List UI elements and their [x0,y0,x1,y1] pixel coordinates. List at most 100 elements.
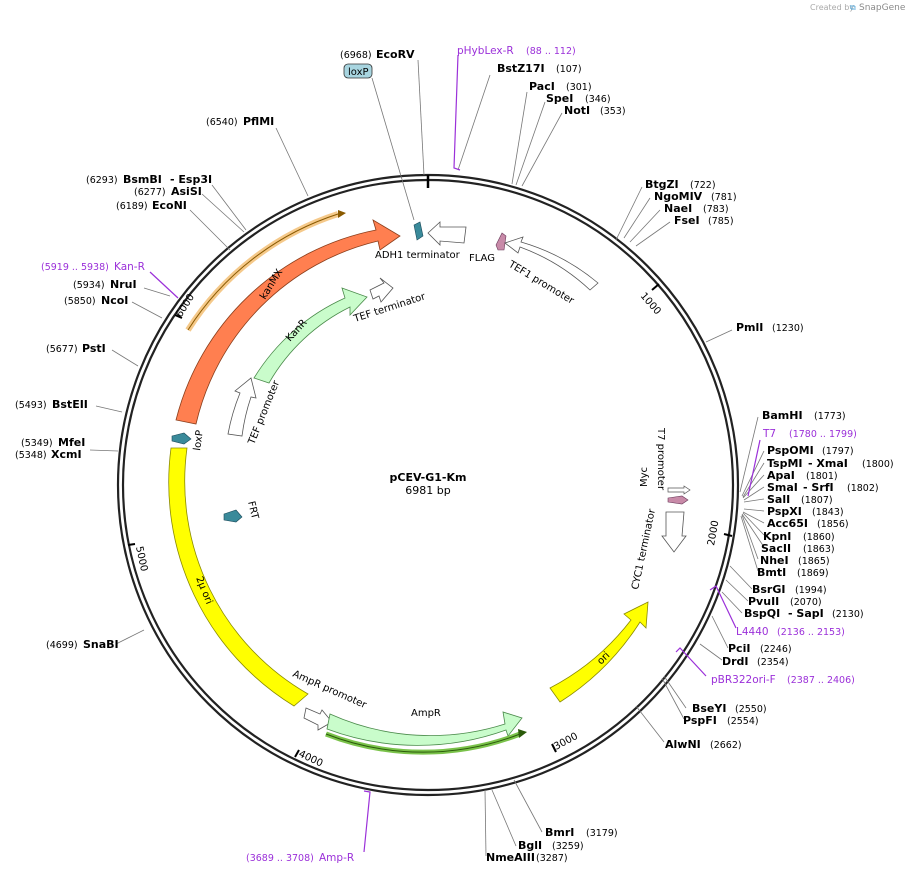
frt-label: FRT [245,500,260,521]
primer-pbr322ori-f: pBR322ori-F [711,674,776,686]
enzyme-pos-nhei: (1865) [798,556,830,567]
plasmid-name: pCEV-G1-Km [390,471,467,484]
ampr-promoter-arrow[interactable] [303,707,333,731]
adh1-terminator-arrow[interactable] [413,221,424,241]
tef-promoter-arrow[interactable] [227,377,257,437]
enzyme-pos-mfei: (5349) [21,438,53,449]
credit-brand: SnapGene [859,3,906,13]
t7-promoter-arrow[interactable] [667,485,691,495]
enzyme-noti: NotI [564,104,590,117]
ampr-arrow[interactable] [326,711,523,746]
primer-amp-r: Amp-R [319,852,354,864]
enzyme-psti: PstI [82,342,106,355]
kan-primer-line [187,213,339,331]
enzyme-snabi: SnaBI [83,638,119,651]
enzyme-bspqi: BspQI [744,607,780,620]
enzyme-bamhi: BamHI [762,409,803,422]
enzyme-pos-bmri: (3179) [586,828,618,839]
enzyme-pos-sacii: (1863) [803,544,835,555]
enzyme-sali: SalI [767,493,790,506]
primer-pos-kan-r: (5919 .. 5938) [41,262,109,273]
enzyme-nhei: NheI [760,554,789,567]
enzyme-pos-asisi: (6277) [134,187,166,198]
enzyme-pos-bmti: (1869) [797,568,829,579]
enzyme-ngomiv: NgoMIV [654,190,703,203]
enzyme-bsteii: BstEII [52,398,88,411]
enzyme-labels: (6968) EcoRV BstZ17I (107) PacI (301) Sp… [15,48,894,864]
enzyme-pos-bsrgi: (1994) [795,585,827,596]
ampr-label: AmpR [411,708,441,719]
enzyme-mfei: MfeI [58,436,85,449]
kanmx-arrow[interactable] [175,219,401,425]
tef1-promoter-arrow[interactable] [504,236,599,291]
enzyme-bmri: BmrI [545,826,574,839]
enzyme-pos-alwni: (2662) [710,740,742,751]
primer-pos-pbr322ori-f: (2387 .. 2406) [787,675,855,686]
enzyme-pos-naei: (783) [703,204,729,215]
primer-pos-t7: (1780 .. 1799) [789,429,857,440]
enzyme-pos-pflmi: (6540) [206,117,238,128]
backbone [116,173,740,797]
enzyme-pos-pvuii: (2070) [790,597,822,608]
enzyme-bsmbi: BsmBI [123,173,162,186]
tick-1000: 1000 [638,291,663,317]
enzyme-naei: NaeI [664,202,692,215]
flag-label: FLAG [469,253,495,264]
enzyme-pos-psti: (5677) [46,344,78,355]
enzyme-pos-bsteii: (5493) [15,400,47,411]
enzyme-pos-ngomiv: (781) [711,192,737,203]
myc-arrow[interactable] [667,495,689,505]
two-micron-ori-arrow[interactable] [168,447,309,707]
enzyme-pos-noti: (353) [600,106,626,117]
enzyme-alwni: AlwNI [665,738,701,751]
t7-promoter-label: T7 promoter [655,427,666,491]
enzyme-pos-xmai: (1800) [862,459,894,470]
enzyme-paci: PacI [529,80,555,93]
enzyme-pmli: PmlI [736,321,763,334]
frt-arrow[interactable] [223,509,243,523]
ori-arrow[interactable] [549,601,649,703]
enzyme-bsrgi: BsrGI [752,583,785,596]
enzyme-pos-sali: (1807) [801,495,833,506]
tick-2000: 2000 [706,520,721,547]
enzyme-pos-snabi: (4699) [46,640,78,651]
enzyme-pos-nrui: (5934) [73,280,105,291]
loxp-tag-top[interactable]: loxP [343,63,373,79]
primer-pos-phyblex-r: (88 .. 112) [526,46,576,57]
primer-kan-r: Kan-R [114,261,145,273]
tef-terminator-arrow[interactable] [369,277,394,303]
flag-arrow[interactable] [495,232,507,251]
enzyme-pos-pmli: (1230) [772,323,804,334]
enzyme-ecorv: EcoRV [376,48,415,61]
enzyme-drdi: DrdI [722,655,749,668]
enzyme-btgzi: BtgZI [645,178,679,191]
primer-pos-l4440: (2136 .. 2153) [777,627,845,638]
enzyme-pos-drdi: (2354) [757,657,789,668]
enzyme-pos-kpni: (1860) [803,532,835,543]
tick-5000: 5000 [133,545,149,572]
loxp-tag-label: loxP [348,67,369,78]
enzyme-xmai: - XmaI [808,457,848,470]
loxp-arrow-left[interactable] [171,432,192,445]
credit-text: Created by [810,3,854,12]
enzyme-pspfi: PspFI [683,714,717,727]
primer-labels: pHybLex-R (88 .. 112) (5919 .. 5938) Kan… [41,45,857,864]
kanr-arrow[interactable] [253,287,368,384]
primer-markers [149,54,761,853]
enzyme-pos-econi: (6189) [116,201,148,212]
ampr-promoter-label: AmpR promoter [291,669,369,712]
enzyme-bgli: BglI [518,839,542,852]
tick-3000: 3000 [552,731,580,753]
enzyme-nrui: NruI [110,278,137,291]
primer-t7: T7 [762,428,776,440]
enzyme-pcii: PciI [728,642,750,655]
enzyme-pos-nmeaiii: (3287) [536,853,568,864]
enzyme-pos-paci: (301) [566,82,592,93]
adh1-region-arrow[interactable] [427,221,467,246]
enzyme-pos-bamhi: (1773) [814,411,846,422]
cyc1-terminator-arrow[interactable] [661,511,687,553]
plasmid-length: 6981 bp [405,484,450,497]
enzyme-pvuii: PvuII [748,595,779,608]
primer-phyblex-r: pHybLex-R [457,45,514,57]
snapgene-icon: ⧉ [850,3,856,12]
